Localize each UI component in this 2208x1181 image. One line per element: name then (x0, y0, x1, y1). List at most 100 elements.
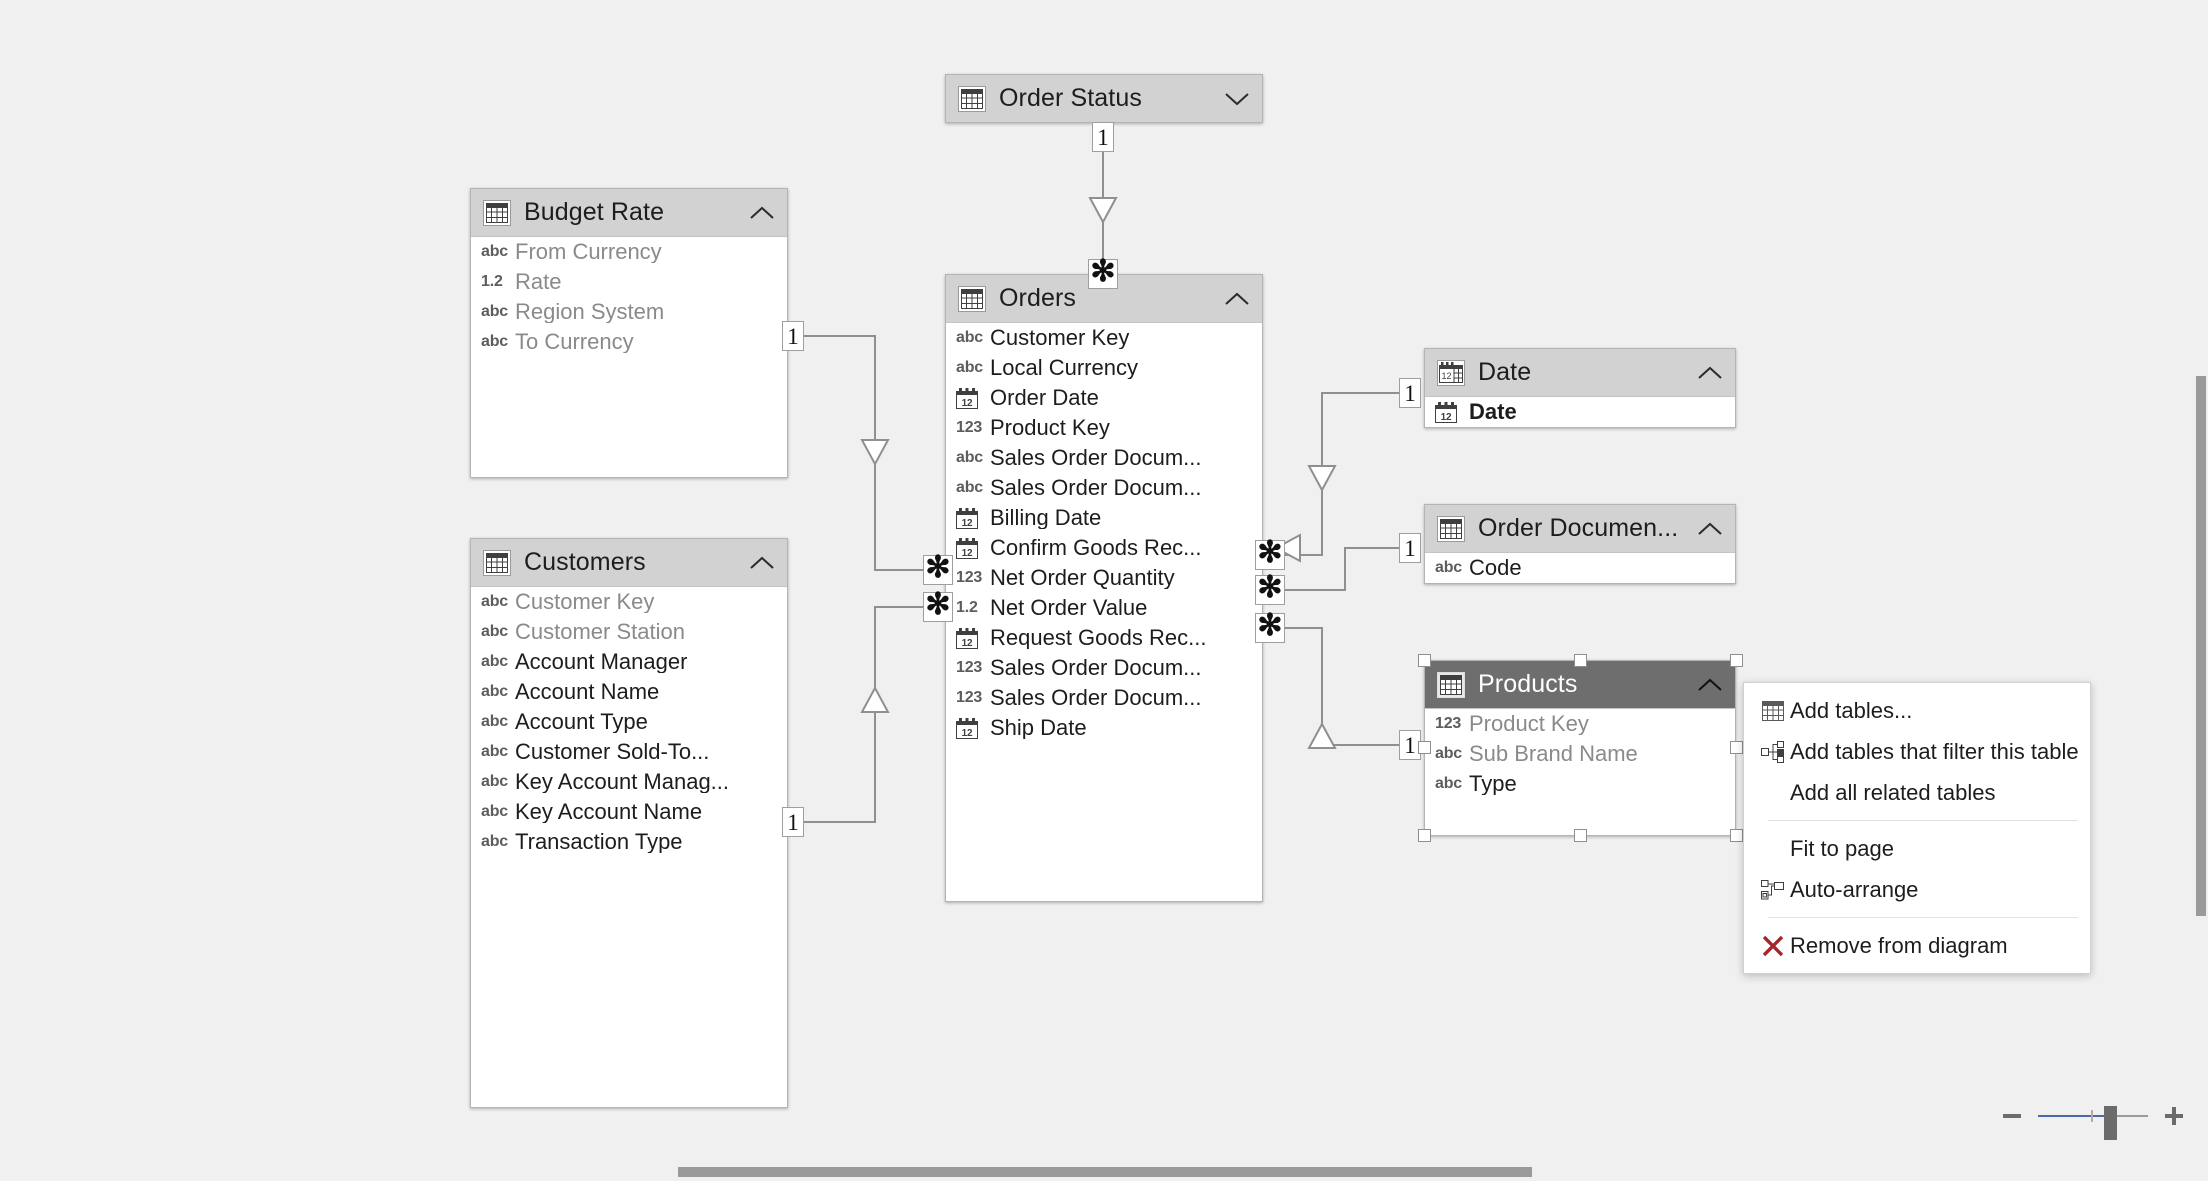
zoom-slider[interactable] (2038, 1104, 2148, 1140)
field-row[interactable]: 12 Date (1425, 397, 1735, 427)
field-row[interactable]: 12 Request Goods Rec... (946, 623, 1262, 653)
context-menu-separator (1768, 820, 2078, 821)
field-row[interactable]: abc From Currency (471, 237, 787, 267)
chevron-up-icon[interactable] (747, 548, 777, 578)
selection-handle-top-right[interactable] (1730, 654, 1743, 667)
cardinality-one-order-document: 1 (1399, 533, 1421, 563)
selection-handle-top-center[interactable] (1574, 654, 1587, 667)
context-menu-item-add-related-tables[interactable]: Add all related tables (1744, 772, 2090, 813)
context-menu-item-auto-arrange[interactable]: Auto-arrange (1744, 869, 2090, 910)
vertical-scrollbar-thumb[interactable] (2196, 376, 2206, 916)
zoom-out-icon[interactable] (2000, 1104, 2024, 1128)
table-card-date[interactable]: 12 Date 12 Date (1424, 348, 1736, 428)
chevron-up-icon[interactable] (1222, 284, 1252, 314)
field-type-date-icon: 12 (1435, 401, 1469, 423)
table-header-order-document[interactable]: Order Documen... (1425, 505, 1735, 553)
selection-handle-top-left[interactable] (1418, 654, 1431, 667)
field-row[interactable]: abc To Currency (471, 327, 787, 357)
selection-handle-bottom-center[interactable] (1574, 829, 1587, 842)
context-menu-item-fit-to-page[interactable]: Fit to page (1744, 828, 2090, 869)
zoom-control[interactable] (2000, 1104, 2186, 1140)
field-row[interactable]: abc Region System (471, 297, 787, 327)
field-row[interactable]: 12 Billing Date (946, 503, 1262, 533)
chevron-up-icon[interactable] (747, 198, 777, 228)
cardinality-many-orders-products: ✻ (1255, 611, 1285, 643)
field-type-whole-number-icon: 123 (956, 659, 983, 676)
table-header-budget-rate[interactable]: Budget Rate (471, 189, 787, 237)
table-card-order-status[interactable]: Order Status (945, 74, 1263, 123)
field-row[interactable]: 12 Order Date (946, 383, 1262, 413)
field-type-abc-icon: abc (1435, 775, 1462, 792)
field-row[interactable]: 12 Confirm Goods Rec... (946, 533, 1262, 563)
field-name: Order Date (990, 387, 1099, 409)
selection-handle-middle-left[interactable] (1418, 741, 1431, 754)
table-title: Budget Rate (524, 198, 665, 226)
context-menu-item-remove-from-diagram[interactable]: Remove from diagram (1744, 925, 2090, 966)
table-title: Products (1478, 670, 1578, 698)
table-title: Date (1478, 358, 1532, 386)
svg-text:12: 12 (962, 728, 973, 739)
context-menu-item-add-tables[interactable]: Add tables... (1744, 690, 2090, 731)
field-name: Customer Key (990, 327, 1130, 349)
context-menu[interactable]: Add tables... Add tables that filter thi… (1743, 682, 2091, 974)
zoom-in-icon[interactable] (2162, 1104, 2186, 1128)
table-icon (483, 199, 511, 226)
cardinality-one-date: 1 (1399, 378, 1421, 408)
zoom-slider-thumb[interactable] (2104, 1106, 2117, 1140)
chevron-up-icon[interactable] (1695, 670, 1725, 700)
field-name: Transaction Type (515, 831, 683, 853)
chevron-up-icon[interactable] (1695, 514, 1725, 544)
table-header-customers[interactable]: Customers (471, 539, 787, 587)
field-name: Region System (515, 301, 665, 323)
field-name: Sales Order Docum... (990, 447, 1202, 469)
field-row[interactable]: 12 Ship Date (946, 713, 1262, 743)
chevron-up-icon[interactable] (1695, 358, 1725, 388)
svg-text:12: 12 (1441, 412, 1452, 423)
horizontal-scrollbar-thumb[interactable] (678, 1167, 1532, 1177)
context-menu-item-add-filter-tables[interactable]: Add tables that filter this table (1744, 731, 2090, 772)
table-card-budget-rate[interactable]: Budget Rate abc From Currency 1.2 Rate a… (470, 188, 788, 478)
field-type-abc-icon: abc (481, 743, 508, 760)
table-header-date[interactable]: 12 Date (1425, 349, 1735, 397)
table-header-products[interactable]: Products (1425, 661, 1735, 709)
selection-handle-bottom-right[interactable] (1730, 829, 1743, 842)
chevron-down-icon[interactable] (1222, 84, 1252, 114)
cardinality-one-budget-rate: 1 (782, 321, 804, 351)
table-header-order-status[interactable]: Order Status (946, 75, 1262, 122)
selection-handle-bottom-left[interactable] (1418, 829, 1431, 842)
field-name: Date (1469, 401, 1517, 423)
field-row[interactable]: 1.2 Rate (471, 267, 787, 297)
field-name: Code (1469, 557, 1522, 579)
field-type-abc-icon: abc (481, 683, 508, 700)
selection-handle-middle-right[interactable] (1730, 741, 1743, 754)
context-menu-label: Fit to page (1790, 835, 1894, 861)
